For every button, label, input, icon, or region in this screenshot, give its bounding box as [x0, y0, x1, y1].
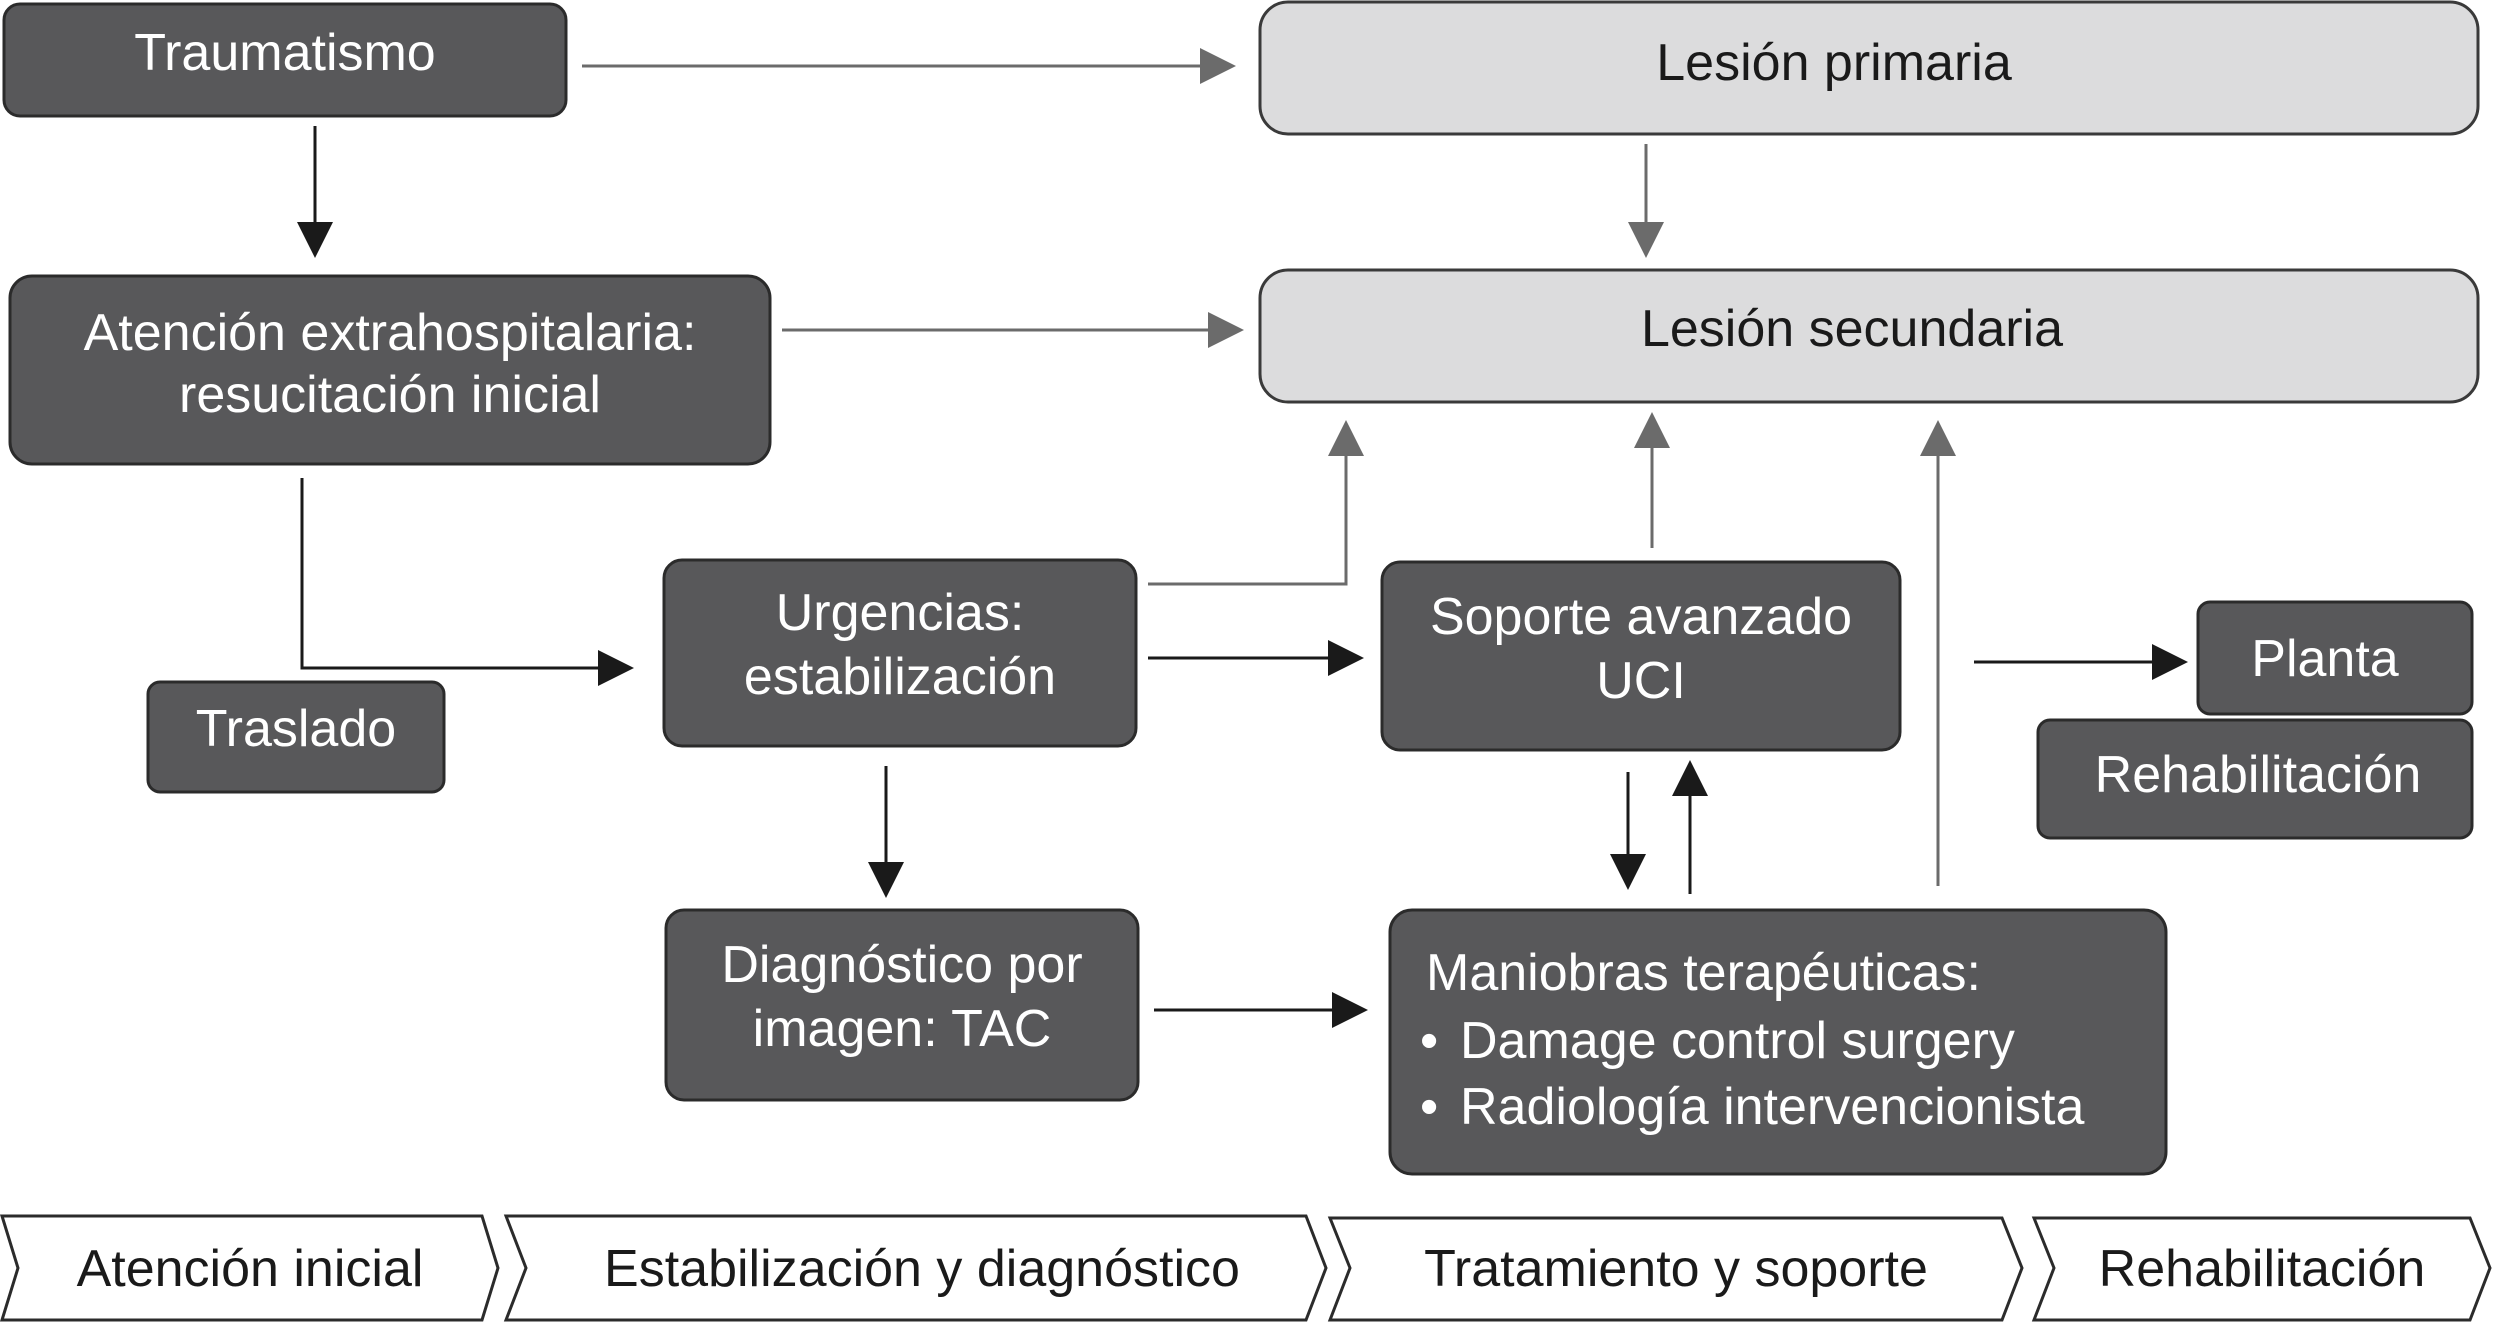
lesion-secundaria-box: Lesión secundaria: [1258, 268, 2480, 404]
urgencias-label-line2: estabilización: [744, 648, 1056, 706]
soporte-uci-box: Soporte avanzado UCI: [1380, 560, 1902, 752]
urgencias-box: Urgencias: estabilización: [662, 558, 1138, 748]
timeline: Atención inicial Estabilización y diagnó…: [0, 1214, 2492, 1322]
lesion-primaria-box: Lesión primaria: [1258, 0, 2480, 136]
atencion-label-line1: Atención extrahospitalaria:: [84, 304, 697, 362]
lesion-secundaria-label: Lesión secundaria: [1641, 300, 2063, 358]
arrow-urgencias-to-lesion-secundaria: [1148, 420, 1364, 586]
traslado-box: Traslado: [146, 680, 446, 794]
traumatismo-box: Traumatismo: [2, 2, 568, 118]
rehabilitacion-label: Rehabilitación: [2095, 746, 2422, 804]
lesion-primaria-label: Lesión primaria: [1656, 34, 2012, 92]
diagnostico-label-line2: imagen: TAC: [753, 1000, 1052, 1058]
atencion-label-line2: resucitación inicial: [179, 366, 601, 424]
timeline-label: Rehabilitación: [2099, 1240, 2426, 1298]
maniobras-box: Maniobras terapéuticas: • Damage control…: [1388, 908, 2168, 1176]
arrow-atencion-to-urgencias: [300, 478, 634, 686]
traslado-label: Traslado: [196, 700, 396, 758]
timeline-step-tratamiento: Tratamiento y soporte: [1327, 1216, 2024, 1322]
rehabilitacion-box: Rehabilitación: [2036, 718, 2474, 840]
bullet-icon: •: [1420, 1012, 1438, 1070]
timeline-step-atencion-inicial: Atención inicial: [0, 1214, 500, 1322]
planta-label: Planta: [2251, 630, 2399, 688]
soporte-label-line1: Soporte avanzado: [1430, 588, 1852, 646]
connectors: [297, 48, 2188, 1028]
soporte-label-line2: UCI: [1596, 652, 1686, 710]
maniobras-item-radiologia: Radiología intervencionista: [1460, 1078, 2084, 1136]
maniobras-item-damage-control: Damage control surgery: [1460, 1012, 2015, 1070]
atencion-extrahospitalaria-box: Atención extrahospitalaria: resucitación…: [8, 274, 772, 466]
urgencias-label-line1: Urgencias:: [776, 584, 1025, 642]
diagnostico-label-line1: Diagnóstico por: [721, 936, 1082, 994]
timeline-label: Atención inicial: [77, 1240, 424, 1298]
diagnostico-box: Diagnóstico por imagen: TAC: [664, 908, 1140, 1102]
timeline-step-rehabilitacion: Rehabilitación: [2031, 1216, 2492, 1322]
maniobras-title: Maniobras terapéuticas:: [1426, 944, 1981, 1002]
bullet-icon: •: [1420, 1078, 1438, 1136]
timeline-step-estabilizacion: Estabilización y diagnóstico: [503, 1214, 1328, 1322]
traumatismo-label: Traumatismo: [134, 24, 435, 82]
timeline-label: Estabilización y diagnóstico: [604, 1240, 1240, 1298]
planta-box: Planta: [2196, 600, 2474, 716]
timeline-label: Tratamiento y soporte: [1424, 1240, 1928, 1298]
